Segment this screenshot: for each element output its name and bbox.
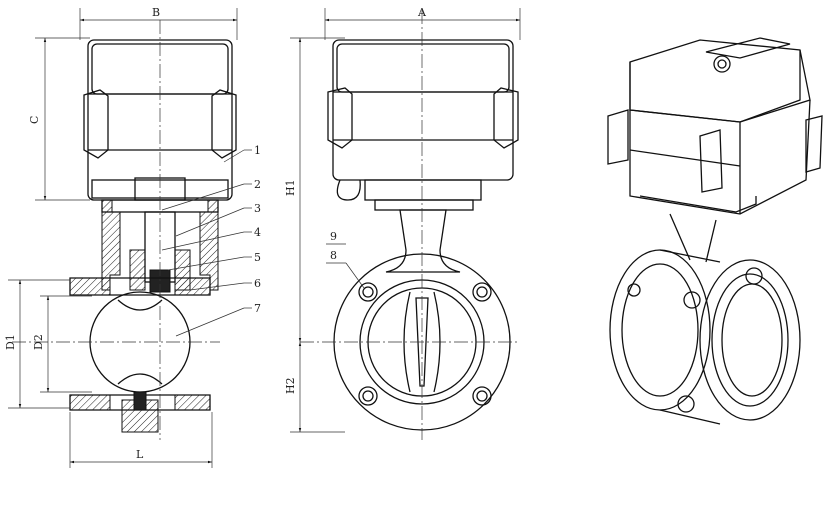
left-dimensions: B C D1 D2 L	[4, 6, 238, 468]
dim-h2-label: H2	[284, 377, 297, 394]
part-label-8: 8	[330, 249, 337, 262]
body-left	[609, 249, 711, 411]
part-label-6: 6	[254, 277, 261, 290]
part-label-9: 9	[330, 230, 337, 243]
body-right-flange	[699, 259, 801, 421]
dim-c-label: C	[28, 116, 41, 124]
actuator-housing-front	[332, 39, 514, 181]
dim-d2-label: D2	[32, 334, 45, 350]
part-label-5: 5	[254, 251, 261, 264]
bolt-holes	[358, 282, 492, 406]
part-label-4: 4	[254, 226, 261, 239]
front-dimensions: A H1 H2	[284, 6, 521, 433]
dim-h1-label: H1	[284, 179, 297, 196]
part-label-1: 1	[254, 144, 261, 157]
dim-a-label: A	[417, 6, 427, 19]
isometric-view	[607, 37, 823, 425]
part-labels: 1 2 3 4 5 6 7	[161, 144, 261, 337]
dim-d1-label: D1	[4, 334, 17, 350]
part-label-2: 2	[254, 178, 261, 191]
part-label-3: 3	[254, 202, 261, 215]
front-part-labels: 9 8	[326, 230, 365, 289]
section-view	[12, 20, 237, 440]
dim-b-label: B	[152, 6, 160, 19]
dim-l-label: L	[136, 448, 144, 461]
part-label-7: 7	[254, 302, 261, 315]
front-view	[300, 10, 520, 440]
actuator-top	[629, 39, 811, 123]
